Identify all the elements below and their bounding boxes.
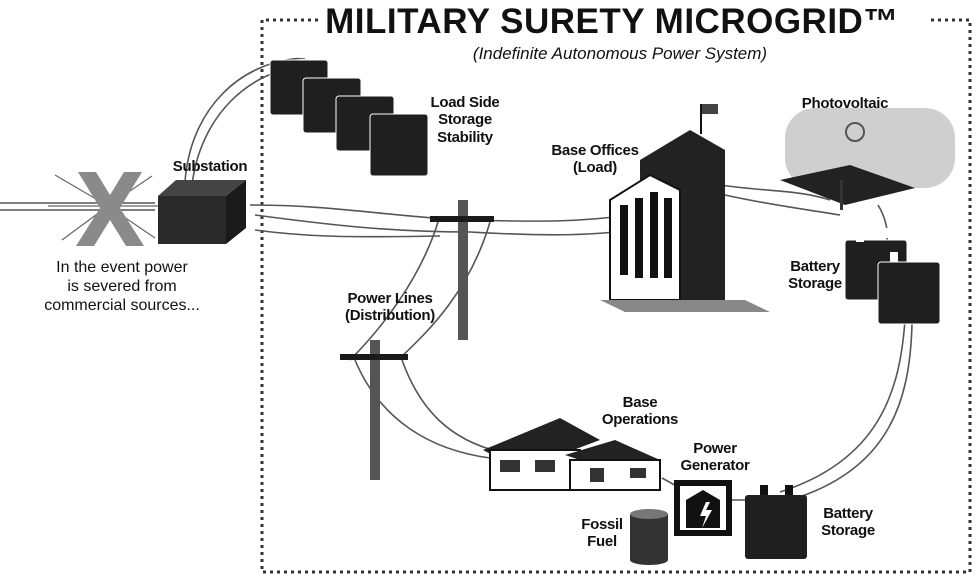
base-offices-label: Base Offices(Load) (551, 142, 639, 177)
substation-icon (158, 180, 246, 244)
diagram-subtitle: (Indefinite Autonomous Power System) (472, 44, 768, 63)
power-lines-label: Power Lines(Distribution) (345, 290, 435, 325)
photovoltaic-label: Photovoltaic (801, 95, 889, 112)
load-side-battery-icon (269, 48, 429, 177)
battery-storage-bottom-icon (745, 485, 807, 559)
fossil-fuel-barrel-icon (630, 509, 668, 565)
power-pole-icon (340, 200, 494, 480)
diagram-title: MILITARY SURETY MICROGRID™ (325, 2, 899, 41)
battery-storage-right-icon (844, 228, 941, 325)
note-line: commercial sources... (44, 297, 200, 315)
photovoltaic-panel-icon (780, 108, 955, 210)
severed-x-icon (48, 172, 165, 246)
substation-label: Substation (172, 158, 248, 175)
severed-note: In the event power is severed from comme… (12, 258, 232, 316)
note-line: In the event power (56, 259, 188, 276)
microgrid-boundary (260, 18, 972, 574)
power-generator-icon (674, 480, 732, 536)
note-line: is severed from (67, 278, 177, 296)
base-offices-building-icon (600, 104, 770, 312)
base-operations-house-icon (483, 418, 661, 491)
